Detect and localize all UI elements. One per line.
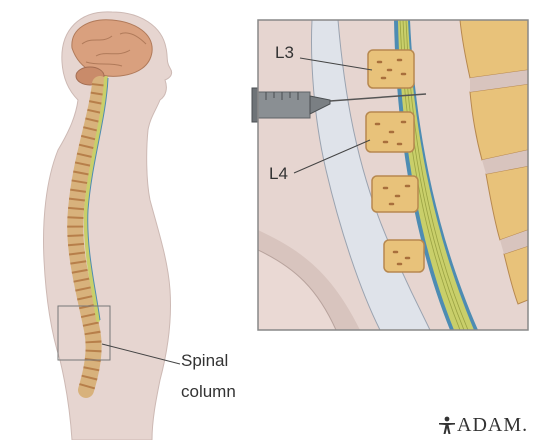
l4-leader <box>293 139 371 174</box>
label-l3: L3 <box>275 43 294 62</box>
spinous-process-l5 <box>371 175 419 213</box>
vertebral-body-1 <box>459 20 528 79</box>
lumbar-highlight-box <box>57 305 111 361</box>
disc-2 <box>482 150 528 174</box>
vertebral-body-2 <box>469 83 528 161</box>
spine-vertebrae <box>67 83 108 393</box>
brain-folds <box>81 32 147 67</box>
syringe <box>251 87 331 123</box>
adam-figure-icon <box>439 416 455 434</box>
spinal-cord-body <box>83 76 108 322</box>
logo-text: ADAM. <box>457 414 529 436</box>
body-figure <box>43 11 181 440</box>
zoom-panel <box>258 20 528 330</box>
syringe-barrel <box>255 91 311 119</box>
spinous-process-s1 <box>383 239 425 273</box>
l3-leader <box>299 57 373 71</box>
vertebral-body-4 <box>503 245 528 305</box>
needle <box>329 93 427 102</box>
syringe-tip <box>309 95 331 115</box>
adam-logo: ADAM. <box>437 414 528 436</box>
disc-1 <box>470 70 528 92</box>
label-l4: L4 <box>269 164 288 183</box>
spinal-cord-edge <box>87 77 109 321</box>
disc-3 <box>500 230 528 254</box>
syringe-graduations <box>265 92 299 100</box>
dura-mater <box>394 20 478 330</box>
label-column: column <box>181 382 236 401</box>
bone-texture <box>374 58 411 266</box>
label-spinal: Spinal <box>181 351 229 370</box>
syringe-flange <box>251 87 259 123</box>
zoom-panel-border <box>257 19 529 331</box>
body-silhouette <box>43 11 173 440</box>
spinal-column-leader <box>101 343 181 365</box>
